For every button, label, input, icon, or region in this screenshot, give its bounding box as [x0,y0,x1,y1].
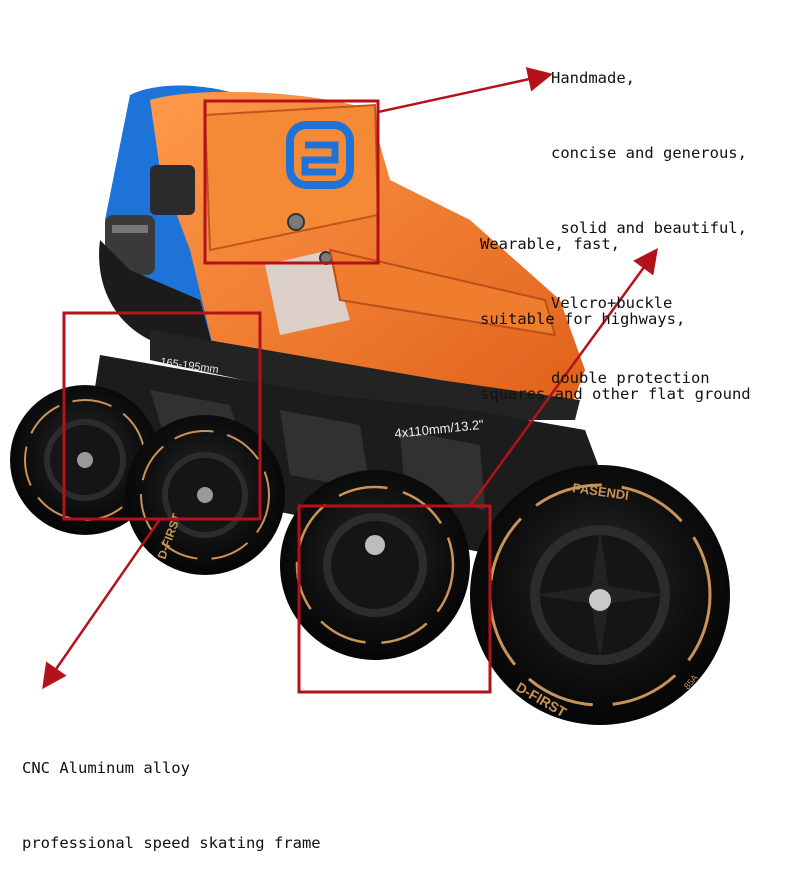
callout-line: Wearable, fast, [480,235,620,253]
wheel [10,385,160,535]
arrow-strap [377,67,553,114]
wheel: D-FIRST [125,415,285,575]
callout-line: Velcro+buckle [551,294,673,312]
callout-line: solid and beautiful, [551,219,747,237]
strap-logo-icon [286,121,354,189]
eyelet-icon [287,213,305,231]
callout-line: suitable for highways, [480,310,686,328]
callout-line: CNC Aluminum alloy [22,759,190,777]
callout-line: double protection [551,369,710,387]
callout-line: professional speed skating frame [22,834,321,852]
arrow-frame [42,518,162,690]
highlight-box-frame [62,311,262,521]
arrow-wheel [468,247,658,507]
highlight-box-strap [203,99,380,265]
callout-wheels: Wearable, fast, suitable for highways, s… [480,182,751,432]
skate-illustration: 165-195mm 4x110mm/13.2" D-FIRST PASENDI … [10,67,730,725]
wheel [280,470,470,660]
boot-sole [150,330,580,420]
callout-line: concise and generous, [551,144,747,162]
highlight-box-wheel [297,504,492,694]
lower-strap [328,248,557,337]
callout-boot: Handmade, concise and generous, solid an… [551,16,747,416]
callout-line: Handmade, [551,69,635,87]
callout-line: squares and other flat ground [480,385,751,403]
frame-cutout [280,410,370,490]
wheel: PASENDI D-FIRST 85A [470,465,730,725]
callout-frame: CNC Aluminum alloy professional speed sk… [22,706,321,881]
boot-mesh-panel [265,250,350,335]
heel-cup [99,240,215,355]
product-photo: 165-195mm 4x110mm/13.2" D-FIRST PASENDI … [10,67,730,725]
